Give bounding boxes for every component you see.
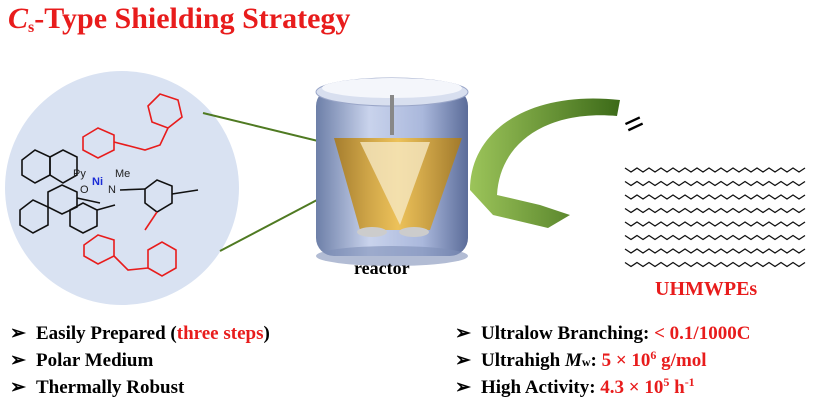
- polymer-chain: [624, 261, 806, 268]
- n-label: N: [108, 184, 116, 196]
- feature-branching: ➢Ultralow Branching: < 0.1/1000C: [455, 323, 751, 344]
- polymer-chain: [624, 167, 806, 173]
- reaction-arrow: [470, 98, 620, 228]
- polymer-chain: [624, 194, 806, 200]
- feature-easily-prepared: ➢Easily Prepared (three steps): [10, 323, 270, 344]
- catalyst-circle: [5, 71, 239, 305]
- o-label: O: [80, 184, 89, 196]
- polymer-chain: [624, 207, 806, 214]
- reactor-illustration: [315, 77, 469, 266]
- polymer-chain: [624, 248, 806, 254]
- polymer-chain: [624, 234, 806, 241]
- polymer-chain: [624, 180, 806, 187]
- polyethylene-chains: [624, 167, 806, 268]
- feature-polar-medium: ➢Polar Medium: [10, 350, 154, 371]
- page-title: Cs-Type Shielding Strategy: [8, 2, 351, 36]
- product-label: UHMWPEs: [655, 278, 758, 300]
- polymer-chain: [624, 221, 806, 227]
- py-label: Py: [73, 168, 86, 180]
- feature-activity: ➢High Activity: 4.3 × 105 h-1: [455, 375, 695, 398]
- reactor-label: reactor: [354, 258, 410, 278]
- feature-thermally-robust: ➢Thermally Robust: [10, 377, 185, 398]
- me-label: Me: [115, 168, 131, 180]
- catalyst-structure: [19, 93, 199, 277]
- left-feature-list: ➢Easily Prepared (three steps) ➢Polar Me…: [10, 320, 270, 401]
- right-feature-list: ➢Ultralow Branching: < 0.1/1000C ➢Ultrah…: [455, 320, 750, 401]
- ni-label: Ni: [92, 176, 103, 188]
